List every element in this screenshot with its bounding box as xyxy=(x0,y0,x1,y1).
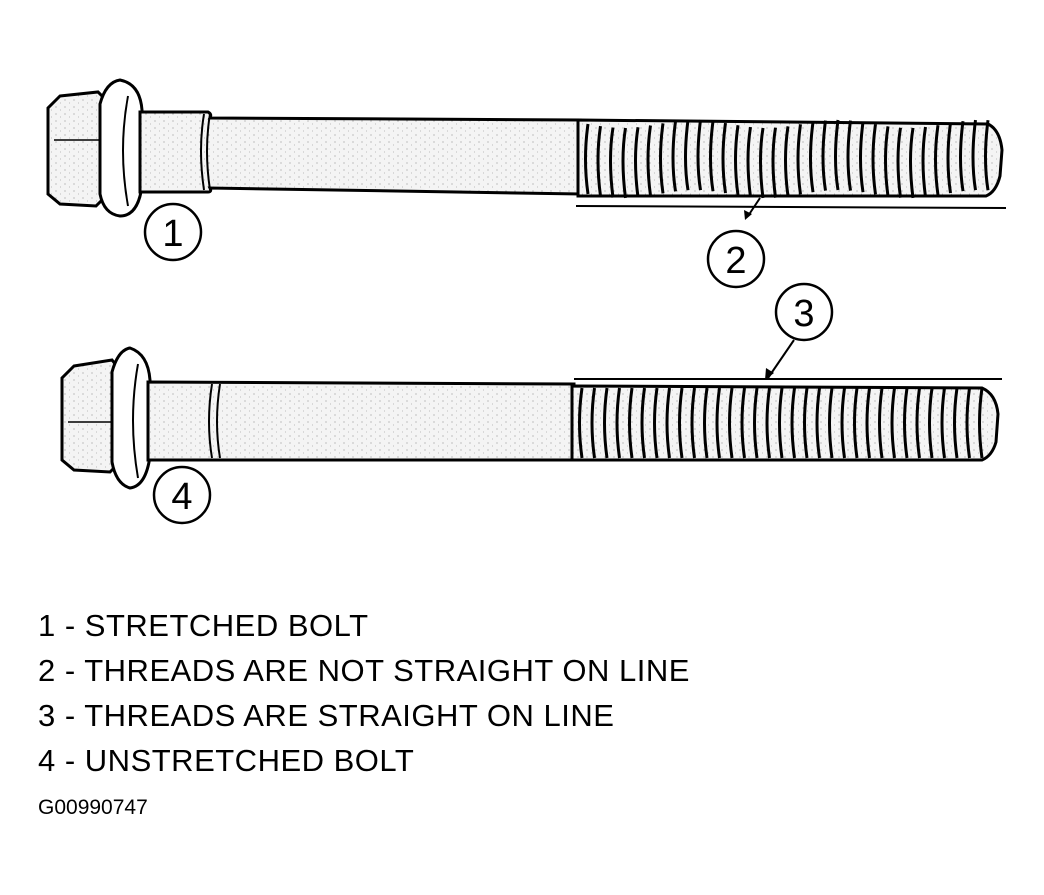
thread-crest xyxy=(590,387,596,459)
bolt-head xyxy=(46,90,108,208)
arrow-head xyxy=(765,368,774,380)
callout-2: 2 xyxy=(706,197,766,289)
thread-crest xyxy=(934,124,940,196)
thread-crest xyxy=(984,120,990,191)
thread-crest xyxy=(959,120,965,192)
thread-crest xyxy=(953,387,959,459)
thread-crest xyxy=(834,119,840,191)
thread-crest xyxy=(896,127,902,198)
thread-crest xyxy=(771,127,777,198)
thread-crest xyxy=(634,127,640,198)
thread-crest xyxy=(578,387,584,459)
thread-crest xyxy=(903,387,909,459)
thread-crest xyxy=(928,387,934,459)
bolt-shank xyxy=(138,110,582,196)
thread-crest xyxy=(721,122,727,194)
thread-crest xyxy=(784,126,790,197)
bolt-stretch-diagram: 1 2 3 4 xyxy=(46,78,1007,525)
callout-4: 4 xyxy=(152,465,212,525)
thread-crest xyxy=(796,124,802,195)
callout-1: 1 xyxy=(143,202,203,262)
thread-crest xyxy=(715,387,721,459)
thread-crest xyxy=(978,387,984,459)
thread-crest xyxy=(790,387,796,459)
thread-crest xyxy=(971,119,977,191)
thread-crest xyxy=(740,387,746,459)
leader-arrow xyxy=(767,339,795,379)
thread-crest xyxy=(659,123,665,194)
thread-crest xyxy=(728,387,734,459)
thread-crest xyxy=(746,126,752,198)
thread-crest xyxy=(690,387,696,459)
thread-crest xyxy=(696,119,702,191)
thread-crest xyxy=(846,120,852,191)
legend-item-4: 4 - UNSTRETCHED BOLT xyxy=(38,743,415,778)
thread-crest xyxy=(853,387,859,459)
bolt-threads xyxy=(576,118,1004,198)
thread-crest xyxy=(840,387,846,459)
thread-crest xyxy=(703,387,709,459)
thread-crest xyxy=(878,387,884,459)
thread-crest xyxy=(734,125,740,196)
svg-text:4: 4 xyxy=(171,476,192,518)
thread-crest xyxy=(884,126,890,197)
thread-crest xyxy=(684,120,690,191)
thread-crest xyxy=(821,120,827,191)
bolt-shank xyxy=(146,380,576,462)
legend: 1 - STRETCHED BOLT 2 - THREADS ARE NOT S… xyxy=(38,606,690,786)
thread-crest xyxy=(646,125,652,196)
thread-crest xyxy=(653,387,659,459)
thread-crest xyxy=(609,127,615,198)
thread-crest xyxy=(803,387,809,459)
thread-crest xyxy=(628,387,634,459)
thread-crest xyxy=(640,387,646,459)
thread-crest xyxy=(759,127,765,199)
bolt-flange xyxy=(98,78,144,218)
thread-crest xyxy=(809,121,815,193)
thread-crest xyxy=(753,387,759,459)
thread-crest xyxy=(678,387,684,459)
thread-crest xyxy=(965,387,971,459)
thread-crest xyxy=(765,387,771,459)
thread-crest xyxy=(909,127,915,199)
unstretched-bolt xyxy=(60,346,1002,490)
thread-crest xyxy=(871,124,877,195)
stretched-bolt xyxy=(46,78,1007,218)
legend-item-2: 2 - THREADS ARE NOT STRAIGHT ON LINE xyxy=(38,653,690,688)
thread-crest xyxy=(946,122,952,194)
thread-crest xyxy=(621,127,627,199)
legend-item-1: 1 - STRETCHED BOLT xyxy=(38,608,369,643)
arrow-head xyxy=(744,210,752,220)
thread-crest xyxy=(915,387,921,459)
thread-crest xyxy=(865,387,871,459)
thread-crest xyxy=(815,387,821,459)
figure-id: G00990747 xyxy=(38,796,148,819)
svg-text:1: 1 xyxy=(162,213,183,255)
thread-crest xyxy=(828,387,834,459)
thread-crest xyxy=(671,121,677,192)
thread-crest xyxy=(615,387,621,459)
thread-crest xyxy=(584,123,590,195)
thread-crest xyxy=(603,387,609,459)
svg-text:2: 2 xyxy=(725,240,746,282)
thread-crest xyxy=(890,387,896,459)
thread-crest xyxy=(921,126,927,198)
bolt-threads xyxy=(570,384,1000,462)
thread-crest xyxy=(665,387,671,459)
thread-crest xyxy=(709,120,715,192)
thread-crest xyxy=(859,121,865,193)
thread-crest xyxy=(940,387,946,459)
thread-crest xyxy=(778,387,784,459)
legend-item-3: 3 - THREADS ARE STRAIGHT ON LINE xyxy=(38,698,615,733)
callout-3: 3 xyxy=(765,282,834,380)
bolt-flange xyxy=(110,346,152,490)
thread-crest xyxy=(596,125,602,197)
svg-text:3: 3 xyxy=(793,293,814,335)
